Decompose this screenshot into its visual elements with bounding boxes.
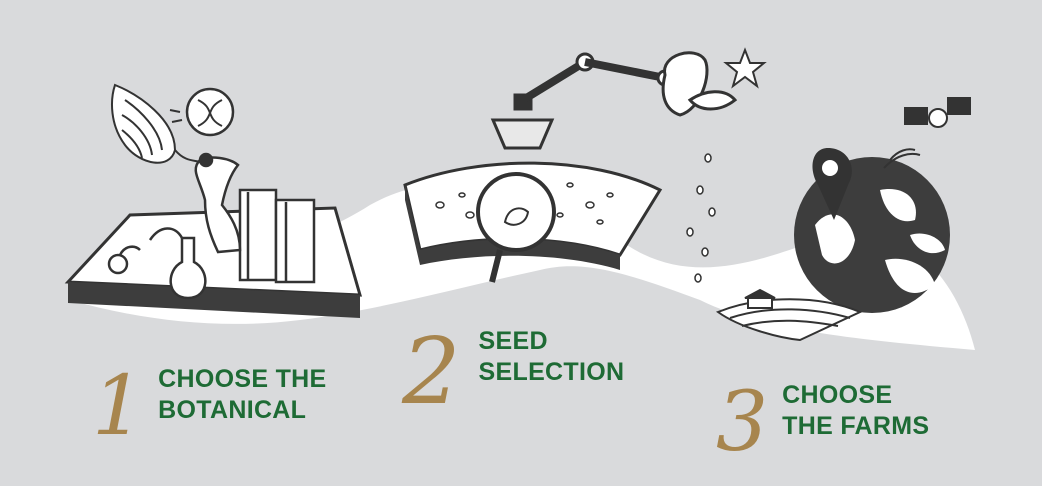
dna-icon xyxy=(169,87,235,137)
location-pin-icon xyxy=(812,148,852,220)
step-seed-selection: 2 SEED SELECTION xyxy=(402,326,624,418)
step-label: CHOOSE THE FARMS xyxy=(782,380,929,442)
step-label-line: THE FARMS xyxy=(782,412,930,440)
step-label-line: BOTANICAL xyxy=(158,396,307,424)
step-number: 3 xyxy=(716,375,769,470)
flask-icon xyxy=(107,227,207,300)
step-label-line: CHOOSE xyxy=(782,381,893,409)
step-label-line: CHOOSE THE xyxy=(158,365,327,393)
step-label-line: SELECTION xyxy=(478,358,625,386)
farm-icon xyxy=(715,288,863,342)
step-choose-farms: 3 CHOOSE THE FARMS xyxy=(716,380,929,464)
books-icon xyxy=(238,188,316,284)
fingerprint-leaf-icon xyxy=(111,83,201,164)
seeds-icon xyxy=(435,153,716,283)
step-number: 1 xyxy=(92,359,145,454)
magnifier-icon xyxy=(476,172,556,283)
step-choose-botanical: 1 CHOOSE THE BOTANICAL xyxy=(92,364,326,448)
step-number: 2 xyxy=(402,318,461,425)
satellite-icon xyxy=(883,97,971,169)
step-label: CHOOSE THE BOTANICAL xyxy=(158,364,326,426)
robot-arm-icon xyxy=(490,51,738,150)
step-label: SEED SELECTION xyxy=(479,326,625,388)
star-icon xyxy=(723,47,767,89)
step-label-line: SEED xyxy=(478,327,548,355)
